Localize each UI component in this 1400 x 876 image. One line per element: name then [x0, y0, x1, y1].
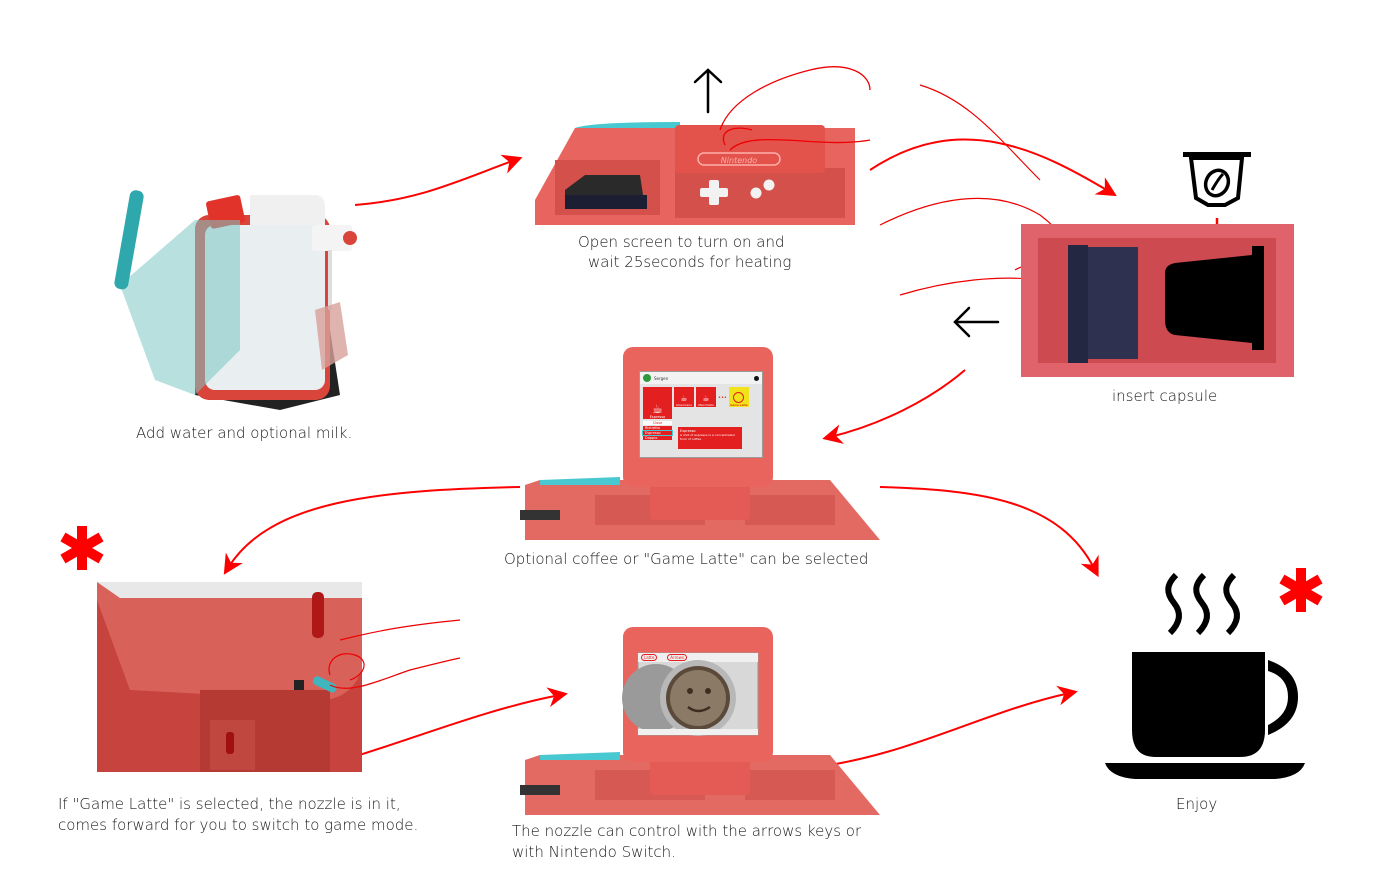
coffee-capsule-icon [1183, 152, 1251, 207]
nintendo-logo: Nintendo [721, 156, 757, 165]
arrow-step2-to-step3 [869, 138, 1117, 197]
step-nozzle-control: Latte Arrows The nozzle can control with… [512, 625, 900, 865]
list-item[interactable]: Ristretto [643, 426, 672, 430]
step-insert-capsule: insert capsule [1020, 150, 1300, 410]
step-open-screen: Nintendo Open screen to turn on and wait… [530, 60, 871, 275]
step-caption: Add water and optional milk. [136, 424, 353, 442]
step-caption-line-1: Open screen to turn on and [578, 233, 785, 251]
step-caption-line-2: comes forward for you to switch to game … [58, 816, 419, 834]
cup-icon: ☕ [680, 394, 688, 403]
machine-illustration [114, 190, 357, 410]
step-caption: Optional coffee or "Game Latte" can be s… [504, 550, 869, 568]
coffee-list: Close Ristretto Espresso Doppio [642, 421, 673, 449]
arrow-step4-to-step5 [223, 486, 521, 575]
step-caption: Enjoy [1176, 795, 1218, 813]
step-enjoy: Enjoy [1100, 565, 1330, 825]
list-item[interactable]: Close [643, 421, 672, 425]
tile-espresso[interactable]: ☕ Espresso [643, 387, 672, 419]
tile-macchiato[interactable]: ☕ Macchiato [696, 387, 716, 407]
user-avatar [643, 374, 651, 382]
latte-button[interactable]: Latte [641, 654, 658, 661]
settings-icon [754, 375, 759, 381]
arrow-step4-to-step7 [879, 486, 1099, 578]
game-latte-icon [733, 392, 745, 403]
step-caption-line-2: wait 25seconds for heating [588, 253, 792, 271]
detail-panel: Espresso A shot of espresso is a concent… [678, 427, 742, 449]
menu-screen: Sergen ☕ Espresso ☕ Americano ☕ Macchiat… [639, 371, 763, 458]
asterisk-icon [1279, 568, 1323, 612]
device-with-game-screen [520, 627, 880, 815]
arrow-step6-to-step7 [829, 685, 1078, 766]
step-select-coffee: Sergen ☕ Espresso ☕ Americano ☕ Macchiat… [504, 345, 890, 570]
step-game-mode: If "Game Latte" is selected, the nozzle … [50, 580, 490, 840]
capsule-illustration [1021, 152, 1294, 377]
arrows-button[interactable]: Arrows [667, 654, 687, 661]
user-name: Sergen [654, 375, 669, 381]
step-caption-line-1: The nozzle can control with the arrows k… [512, 822, 862, 840]
arrow-up-icon [693, 68, 723, 114]
tile-game-latte[interactable]: Game Latte [728, 387, 749, 407]
steaming-coffee-cup-icon [1105, 572, 1305, 779]
step-caption: insert capsule [1112, 387, 1218, 405]
arrow-step1-to-step2 [354, 154, 523, 206]
nozzle-closeup-illustration [97, 582, 461, 772]
step-caption-line-1: If "Game Latte" is selected, the nozzle … [58, 795, 401, 813]
step-caption-line-2: with Nintendo Switch. [512, 843, 676, 861]
screen-header: Sergen [640, 372, 762, 384]
cup-icon: ☕ [702, 394, 710, 403]
more-ellipsis: ••• [718, 395, 727, 401]
tile-americano[interactable]: ☕ Americano [674, 387, 694, 407]
list-item-selected[interactable]: Espresso [642, 430, 673, 436]
arrow-step3-to-step4 [822, 369, 966, 444]
cup-icon: ☕ [652, 402, 663, 416]
open-screen-illustration: Nintendo [535, 66, 871, 225]
game-screen-buttons: Latte Arrows [641, 654, 687, 661]
list-item[interactable]: Doppio [643, 436, 672, 440]
step-add-water: Add water and optional milk. [100, 180, 370, 442]
